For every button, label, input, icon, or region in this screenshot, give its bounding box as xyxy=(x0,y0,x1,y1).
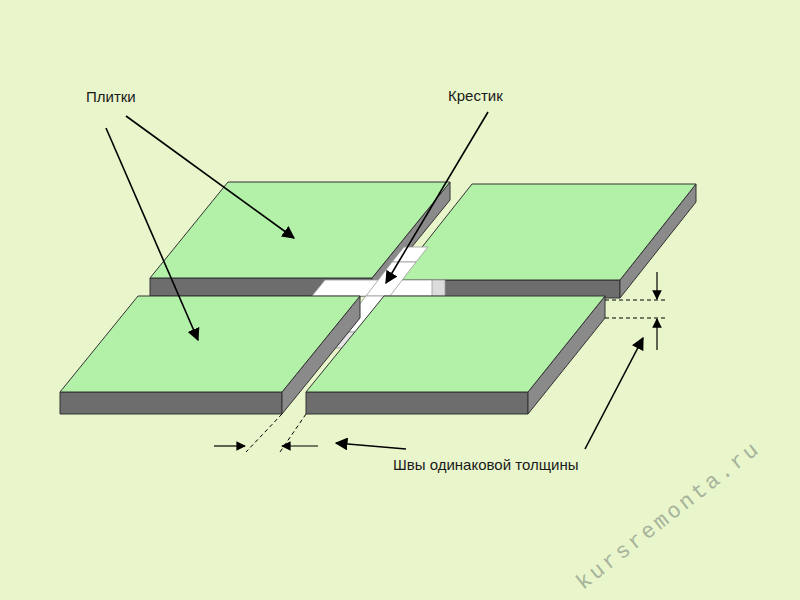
note-label: Швы одинаковой толщины xyxy=(393,456,578,473)
watermark: kursremonta.ru xyxy=(572,437,766,596)
leader-lines xyxy=(106,112,643,449)
part-label: Плитки xyxy=(86,88,136,105)
tile xyxy=(396,184,696,298)
dimension-marks xyxy=(214,272,668,452)
tile xyxy=(306,296,605,414)
part-label: Крестик xyxy=(448,87,503,104)
